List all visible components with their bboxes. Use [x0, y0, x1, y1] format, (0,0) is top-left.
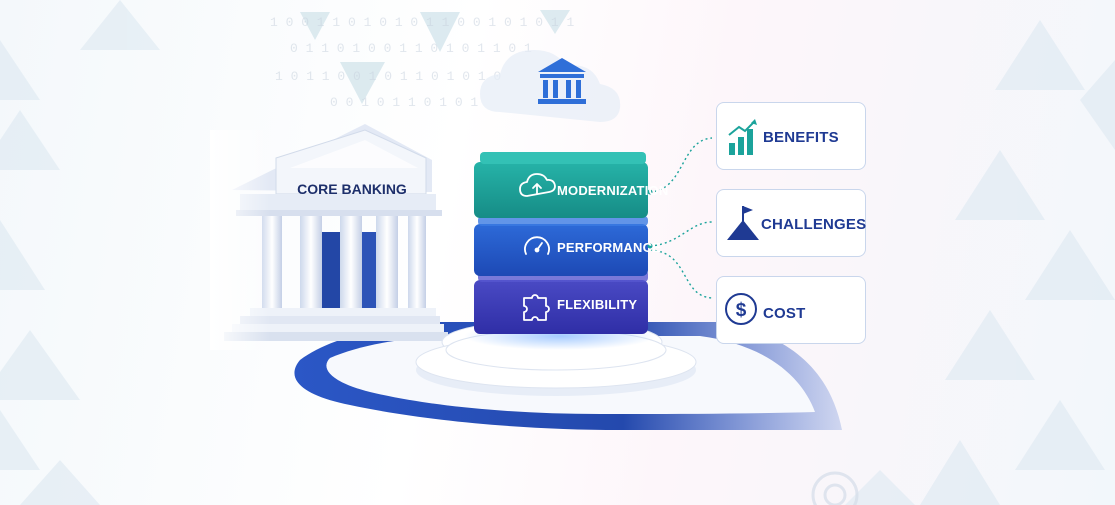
card-cost: $ COST [716, 276, 866, 344]
svg-text:1 0 0 1 1 0 1 0 1 0 1 1 0 0 1: 1 0 0 1 1 0 1 0 1 0 1 1 0 0 1 0 1 0 1 1 [270, 15, 574, 30]
block-label-performance: PERFORMANCE [557, 240, 662, 255]
card-label-cost: COST [763, 305, 806, 322]
block-label-flexibility: FLEXIBILITY [557, 297, 638, 312]
mountain-flag-icon [727, 206, 759, 240]
svg-text:$: $ [736, 300, 747, 321]
card-challenges: CHALLENGES [716, 189, 866, 257]
card-benefits: BENEFITS [716, 102, 866, 170]
speedometer-icon [524, 236, 550, 255]
svg-text:0 1 1 0 1 0 0 1 1 0 1 0 1 1 0: 0 1 1 0 1 0 0 1 1 0 1 0 1 1 0 1 [290, 41, 532, 56]
growth-chart-icon [728, 119, 757, 155]
card-label-benefits: BENEFITS [763, 129, 839, 146]
bank-title: CORE BANKING [297, 181, 407, 197]
bank-icon [538, 58, 586, 104]
dollar-coin-icon: $ [725, 293, 757, 325]
svg-text:0 0 1 0 1 1 0 1 0 1: 0 0 1 0 1 1 0 1 0 1 [330, 95, 478, 110]
stack-blocks [474, 152, 648, 334]
cloud-upload-icon [519, 173, 556, 197]
bank-building [210, 124, 448, 350]
block-label-modernization: MODERNIZATION [557, 183, 669, 198]
card-label-challenges: CHALLENGES [761, 216, 867, 233]
svg-text:1 0 1 1 0 0 1 0 1 1 0 1 0 1 0: 1 0 1 1 0 0 1 0 1 1 0 1 0 1 0 [275, 69, 501, 84]
puzzle-icon [523, 294, 550, 321]
